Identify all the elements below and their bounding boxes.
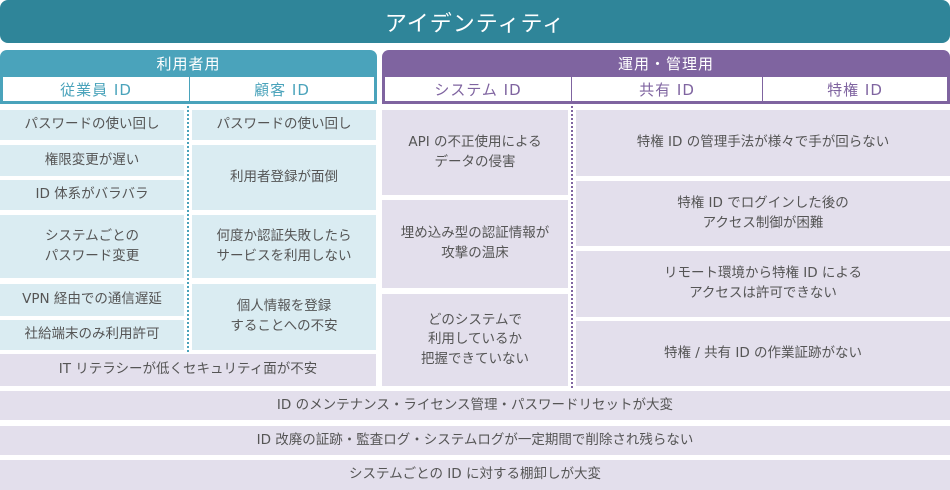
employee-issue-cell: VPN 経由での通信遅延	[0, 284, 184, 316]
privileged-issue-cell: 特権 ID の管理手法が様々で手が回らない	[576, 110, 950, 176]
system-id-header: システム ID	[382, 77, 572, 104]
diagram-title: アイデンティティ	[0, 0, 950, 43]
system-issue-cell: API の不正使用による データの侵害	[382, 110, 568, 195]
admin-group-header: 運用・管理用	[382, 50, 950, 77]
privileged-issue-cell: リモート環境から特権 ID による アクセスは許可できない	[576, 251, 950, 317]
user-shared-issue-cell: IT リテラシーが低くセキュリティ面が不安	[0, 354, 376, 386]
employee-issue-cell: 社給端末のみ利用許可	[0, 320, 184, 350]
employee-issue-cell: パスワードの使い回し	[0, 110, 184, 140]
system-issue-cell: 埋め込み型の認証情報が 攻撃の温床	[382, 200, 568, 288]
admin-column-divider	[571, 106, 573, 388]
customer-id-header: 顧客 ID	[189, 77, 377, 104]
common-issue-row: ID 改廃の証跡・監査ログ・システムログが一定期間で削除され残らない	[0, 426, 950, 455]
customer-issue-cell: パスワードの使い回し	[192, 110, 376, 140]
common-issue-row: システムごとの ID に対する棚卸しが大変	[0, 460, 950, 490]
employee-issue-cell: システムごとの パスワード変更	[0, 215, 184, 278]
employee-issue-cell: 権限変更が遅い	[0, 145, 184, 176]
shared-id-header: 共有 ID	[571, 77, 763, 104]
privileged-issue-cell: 特権 / 共有 ID の作業証跡がない	[576, 321, 950, 386]
employee-id-header: 従業員 ID	[0, 77, 190, 104]
customer-issue-cell: 個人情報を登録 することへの不安	[192, 284, 376, 350]
customer-issue-cell: 何度か認証失敗したら サービスを利用しない	[192, 215, 376, 278]
customer-issue-cell: 利用者登録が面倒	[192, 145, 376, 210]
user-group-header: 利用者用	[0, 50, 377, 77]
system-issue-cell: どのシステムで 利用しているか 把握できていない	[382, 294, 568, 386]
privileged-id-header: 特権 ID	[762, 77, 950, 104]
employee-issue-cell: ID 体系がバラバラ	[0, 180, 184, 210]
user-column-divider	[187, 106, 189, 352]
common-issue-row: ID のメンテナンス・ライセンス管理・パスワードリセットが大変	[0, 391, 950, 420]
privileged-issue-cell: 特権 ID でログインした後の アクセス制御が困難	[576, 181, 950, 246]
